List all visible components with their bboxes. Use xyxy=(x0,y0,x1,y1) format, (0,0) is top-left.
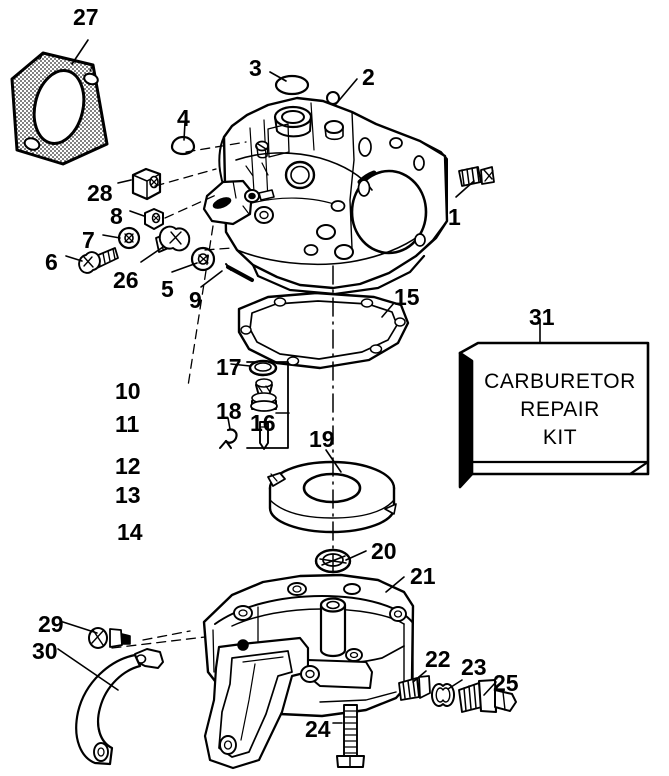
part-29-clamp-screw xyxy=(88,627,131,649)
callout-11-packing-nut: 11 xyxy=(115,411,140,437)
part-22-drain-screw-spring xyxy=(398,675,431,701)
part-30-hose-clamp xyxy=(75,648,164,766)
callout-14-idle-needle: 14 xyxy=(117,519,143,545)
part-9-pin xyxy=(225,263,254,282)
repair-kit-label-line-2: REPAIR xyxy=(520,398,600,421)
leader-4 xyxy=(183,121,186,141)
callout-5-washer: 5 xyxy=(161,276,174,302)
callout-30-hose-clamp: 30 xyxy=(32,638,58,664)
leader-15 xyxy=(381,302,395,318)
leader-7 xyxy=(102,234,121,239)
callout-7-lock-washer: 7 xyxy=(82,227,95,253)
leader-2 xyxy=(335,78,358,105)
part-28-hex-nut xyxy=(131,167,162,201)
leader-8 xyxy=(129,210,145,217)
callout-16-inlet-needle-and-seat-assembly: 16 xyxy=(250,410,276,436)
callout-15-float-bowl-gasket: 15 xyxy=(394,284,420,310)
part-1-idle-mixture-screw xyxy=(458,166,495,187)
callout-6-screw: 6 xyxy=(45,249,58,275)
repair-kit-label-line-1: CARBURETOR xyxy=(484,370,636,393)
part-24-bowl-screw xyxy=(336,704,365,768)
leader-3 xyxy=(269,71,287,82)
part-6-screw xyxy=(78,247,119,274)
leader-25 xyxy=(483,681,497,696)
part-15-float-bowl-gasket xyxy=(237,291,410,370)
part-5-washer xyxy=(190,246,216,272)
callout-2-ball-plug: 2 xyxy=(362,64,375,90)
callout-26-stud: 26 xyxy=(113,267,139,293)
leader-5 xyxy=(171,262,198,273)
callout-1-idle-mixture-screw: 1 xyxy=(448,204,461,230)
part-21-float-bowl xyxy=(202,573,415,770)
callout-27-flange-gasket: 27 xyxy=(73,4,99,30)
part-26-stud xyxy=(155,225,191,253)
part-18-clip xyxy=(219,428,238,449)
part-4-welch-plug xyxy=(170,135,196,156)
callout-18-clip: 18 xyxy=(216,398,242,424)
leader-9 xyxy=(200,270,223,288)
part-25-fuel-inlet-fitting xyxy=(458,678,517,714)
leader-29 xyxy=(62,621,98,634)
part-31-repair-kit-box xyxy=(458,341,650,489)
callout-10-washer-small: 10 xyxy=(115,378,141,404)
leader-18 xyxy=(227,417,231,430)
leader-30 xyxy=(57,648,119,691)
callout-13-washer-retainer: 13 xyxy=(115,482,141,508)
leader-28 xyxy=(117,179,132,184)
callout-17-seat-gasket: 17 xyxy=(216,354,242,380)
callout-19-float: 19 xyxy=(309,426,335,452)
part-16-inlet-needle-seat-assembly xyxy=(246,359,289,450)
leader-17 xyxy=(230,363,251,367)
part-27-flange-gasket xyxy=(10,51,109,166)
callout-20-float-washer: 20 xyxy=(371,538,397,564)
callout-31-carburetor-repair-kit: 31 xyxy=(529,304,555,330)
callout-25-fuel-inlet-fitting: 25 xyxy=(493,670,519,696)
callout-21-float-bowl: 21 xyxy=(410,563,436,589)
leader-22 xyxy=(412,670,427,683)
callout-28-hex-nut: 28 xyxy=(87,180,113,206)
leader-21 xyxy=(385,576,405,593)
part-8-nut xyxy=(144,208,164,230)
callout-9-pin: 9 xyxy=(189,287,202,313)
leader-20 xyxy=(345,550,367,561)
callout-12-spring: 12 xyxy=(115,453,141,479)
leader-26 xyxy=(140,246,164,263)
repair-kit-label-line-3: KIT xyxy=(542,426,578,449)
callout-22-drain-screw-spring: 22 xyxy=(425,646,451,672)
assembly-dashed-lines xyxy=(111,141,247,649)
leader-6 xyxy=(65,255,83,262)
carburetor-main-body xyxy=(202,96,449,296)
part-7-lock-washer xyxy=(117,226,141,250)
callout-23-drain-washer: 23 xyxy=(461,654,487,680)
callout-4-welch-plug: 4 xyxy=(177,105,190,131)
callout-8-nut: 8 xyxy=(110,203,123,229)
leader-27 xyxy=(71,39,89,65)
callout-29-clamp-screw: 29 xyxy=(38,611,64,637)
part-19-float xyxy=(267,460,397,534)
callout-24-bowl-screw: 24 xyxy=(305,716,331,742)
callout-3-cap-plug: 3 xyxy=(249,55,262,81)
leader-23 xyxy=(447,679,463,690)
leader-1 xyxy=(455,180,475,198)
